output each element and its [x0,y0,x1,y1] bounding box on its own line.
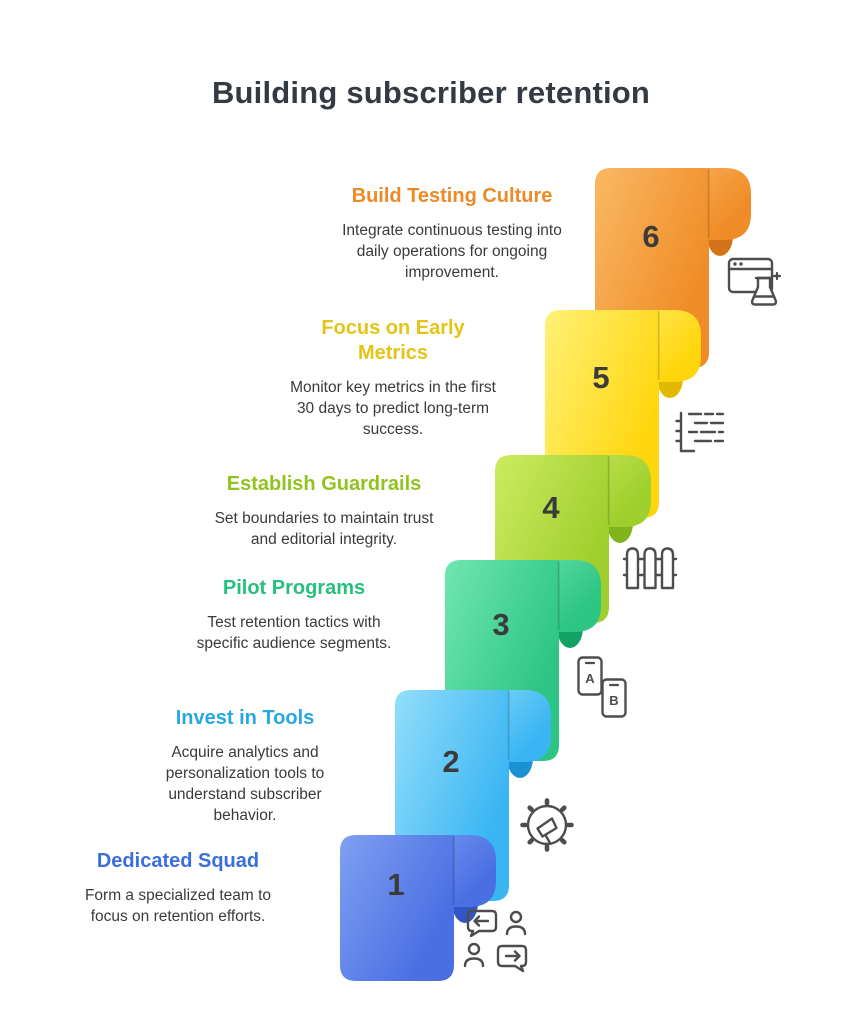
step-description: Form a specialized team to focus on rete… [84,887,272,926]
gear-megaphone-icon [517,795,577,855]
step-ribbon: 1 [338,833,498,983]
step-heading: Dedicated Squad [96,850,260,872]
step-number: 5 [592,360,610,395]
svg-text:B: B [609,693,618,708]
step-heading: Build Testing Culture [351,185,553,207]
page-title: Building subscriber retention [211,74,651,110]
step-number: 1 [387,867,405,902]
step-heading: Focus on Early Metrics [321,317,465,364]
fence-guardrail-icon [622,544,678,590]
step-description: Test retention tactics with specific aud… [196,614,392,653]
step-description: Acquire analytics and personalization to… [165,744,325,825]
step-text: Establish Guardrails Set boundaries to m… [204,472,444,550]
browser-experiment-icon [727,256,781,312]
metrics-chart-icon [672,404,728,458]
step-heading: Invest in Tools [175,707,315,729]
ab-testing-phones-icon: A B [577,656,627,718]
step-number: 4 [542,490,560,525]
step-description: Monitor key metrics in the first 30 days… [290,379,496,439]
step-heading: Establish Guardrails [226,473,422,495]
step-heading: Pilot Programs [222,577,366,599]
team-communication-icon [462,908,532,974]
step-text: Build Testing Culture Integrate continuo… [332,184,572,283]
step-text: Dedicated Squad Form a specialized team … [68,849,288,927]
step-number: 6 [642,219,660,254]
step-text: Pilot Programs Test retention tactics wi… [194,576,394,654]
step-text: Focus on Early Metrics Monitor key metri… [288,316,498,440]
svg-text:A: A [585,671,595,686]
step-description: Set boundaries to maintain trust and edi… [214,510,434,549]
step-number: 3 [492,607,510,642]
step-text: Invest in Tools Acquire analytics and pe… [150,706,340,826]
step-description: Integrate continuous testing into daily … [342,222,562,282]
step-number: 2 [442,744,460,779]
